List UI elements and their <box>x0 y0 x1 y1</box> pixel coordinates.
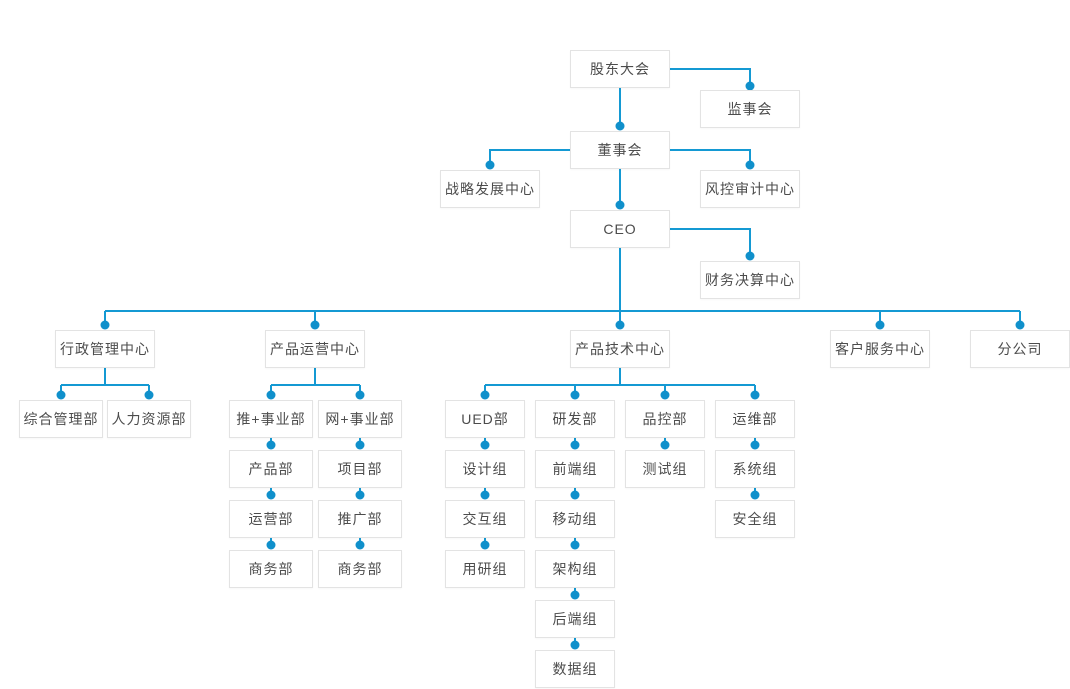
org-node-supervisory: 监事会 <box>700 90 800 128</box>
org-node-service-center: 客户服务中心 <box>830 330 930 368</box>
connector-dot <box>615 200 625 210</box>
connector-dot <box>570 540 580 550</box>
org-node-product-dept: 产品部 <box>229 450 313 488</box>
connector-dot <box>660 440 670 450</box>
org-node-system-group: 系统组 <box>715 450 795 488</box>
org-node-project-dept: 项目部 <box>318 450 402 488</box>
org-node-finance: 财务决算中心 <box>700 261 800 299</box>
org-node-risk-audit: 风控审计中心 <box>700 170 800 208</box>
org-node-user-research-group: 用研组 <box>445 550 525 588</box>
connector-dot <box>570 390 580 400</box>
org-node-test-group: 测试组 <box>625 450 705 488</box>
connector-dot <box>480 440 490 450</box>
connector-dot <box>875 320 885 330</box>
connector-dot <box>355 440 365 450</box>
org-node-mobile-group: 移动组 <box>535 500 615 538</box>
connector-line <box>670 68 751 86</box>
connector-dot <box>355 390 365 400</box>
connector-dot <box>750 490 760 500</box>
org-node-ceo: CEO <box>570 210 670 248</box>
connector-dot <box>266 540 276 550</box>
org-node-admin-center: 行政管理中心 <box>55 330 155 368</box>
connector-dot <box>310 320 320 330</box>
connector-dot <box>1015 320 1025 330</box>
connector-dot <box>570 590 580 600</box>
org-node-tech-center: 产品技术中心 <box>570 330 670 368</box>
org-node-business-dept-1: 商务部 <box>229 550 313 588</box>
connector-dot <box>570 490 580 500</box>
connector-dot <box>570 640 580 650</box>
connector-dot <box>750 390 760 400</box>
connector-line <box>670 228 751 256</box>
org-node-operation-dept: 运营部 <box>229 500 313 538</box>
org-node-branch: 分公司 <box>970 330 1070 368</box>
org-node-tui-bu: 推+事业部 <box>229 400 313 438</box>
org-node-rd-dept: 研发部 <box>535 400 615 438</box>
connector-dot <box>485 160 495 170</box>
connector-dot <box>745 251 755 261</box>
connector-dot <box>745 160 755 170</box>
connector-line <box>489 149 570 165</box>
org-node-backend-group: 后端组 <box>535 600 615 638</box>
connector-dot <box>56 390 66 400</box>
connector-dot <box>570 440 580 450</box>
org-node-hr: 人力资源部 <box>107 400 191 438</box>
connector-dot <box>750 440 760 450</box>
org-node-business-dept-2: 商务部 <box>318 550 402 588</box>
org-node-design-group: 设计组 <box>445 450 525 488</box>
connector-dot <box>615 320 625 330</box>
org-node-wang-bu: 网+事业部 <box>318 400 402 438</box>
connector-dot <box>355 490 365 500</box>
org-node-security-group: 安全组 <box>715 500 795 538</box>
connector-line <box>670 149 751 165</box>
org-node-interaction-group: 交互组 <box>445 500 525 538</box>
org-node-qc-dept: 品控部 <box>625 400 705 438</box>
org-node-promotion-dept: 推广部 <box>318 500 402 538</box>
connector-dot <box>660 390 670 400</box>
org-node-ops-dept: 运维部 <box>715 400 795 438</box>
org-node-architecture-group: 架构组 <box>535 550 615 588</box>
connector-dot <box>266 390 276 400</box>
connector-dot <box>480 540 490 550</box>
connector-dot <box>615 121 625 131</box>
org-node-frontend-group: 前端组 <box>535 450 615 488</box>
connector-dot <box>480 490 490 500</box>
org-node-general-affairs: 综合管理部 <box>19 400 103 438</box>
connector-dot <box>266 490 276 500</box>
connector-dot <box>355 540 365 550</box>
org-node-operation-center: 产品运营中心 <box>265 330 365 368</box>
org-node-data-group: 数据组 <box>535 650 615 688</box>
connector-dot <box>100 320 110 330</box>
org-node-ued-dept: UED部 <box>445 400 525 438</box>
connector-dot <box>144 390 154 400</box>
org-node-strategy: 战略发展中心 <box>440 170 540 208</box>
org-node-shareholders: 股东大会 <box>570 50 670 88</box>
connector-dot <box>266 440 276 450</box>
org-node-board: 董事会 <box>570 131 670 169</box>
connector-dot <box>480 390 490 400</box>
